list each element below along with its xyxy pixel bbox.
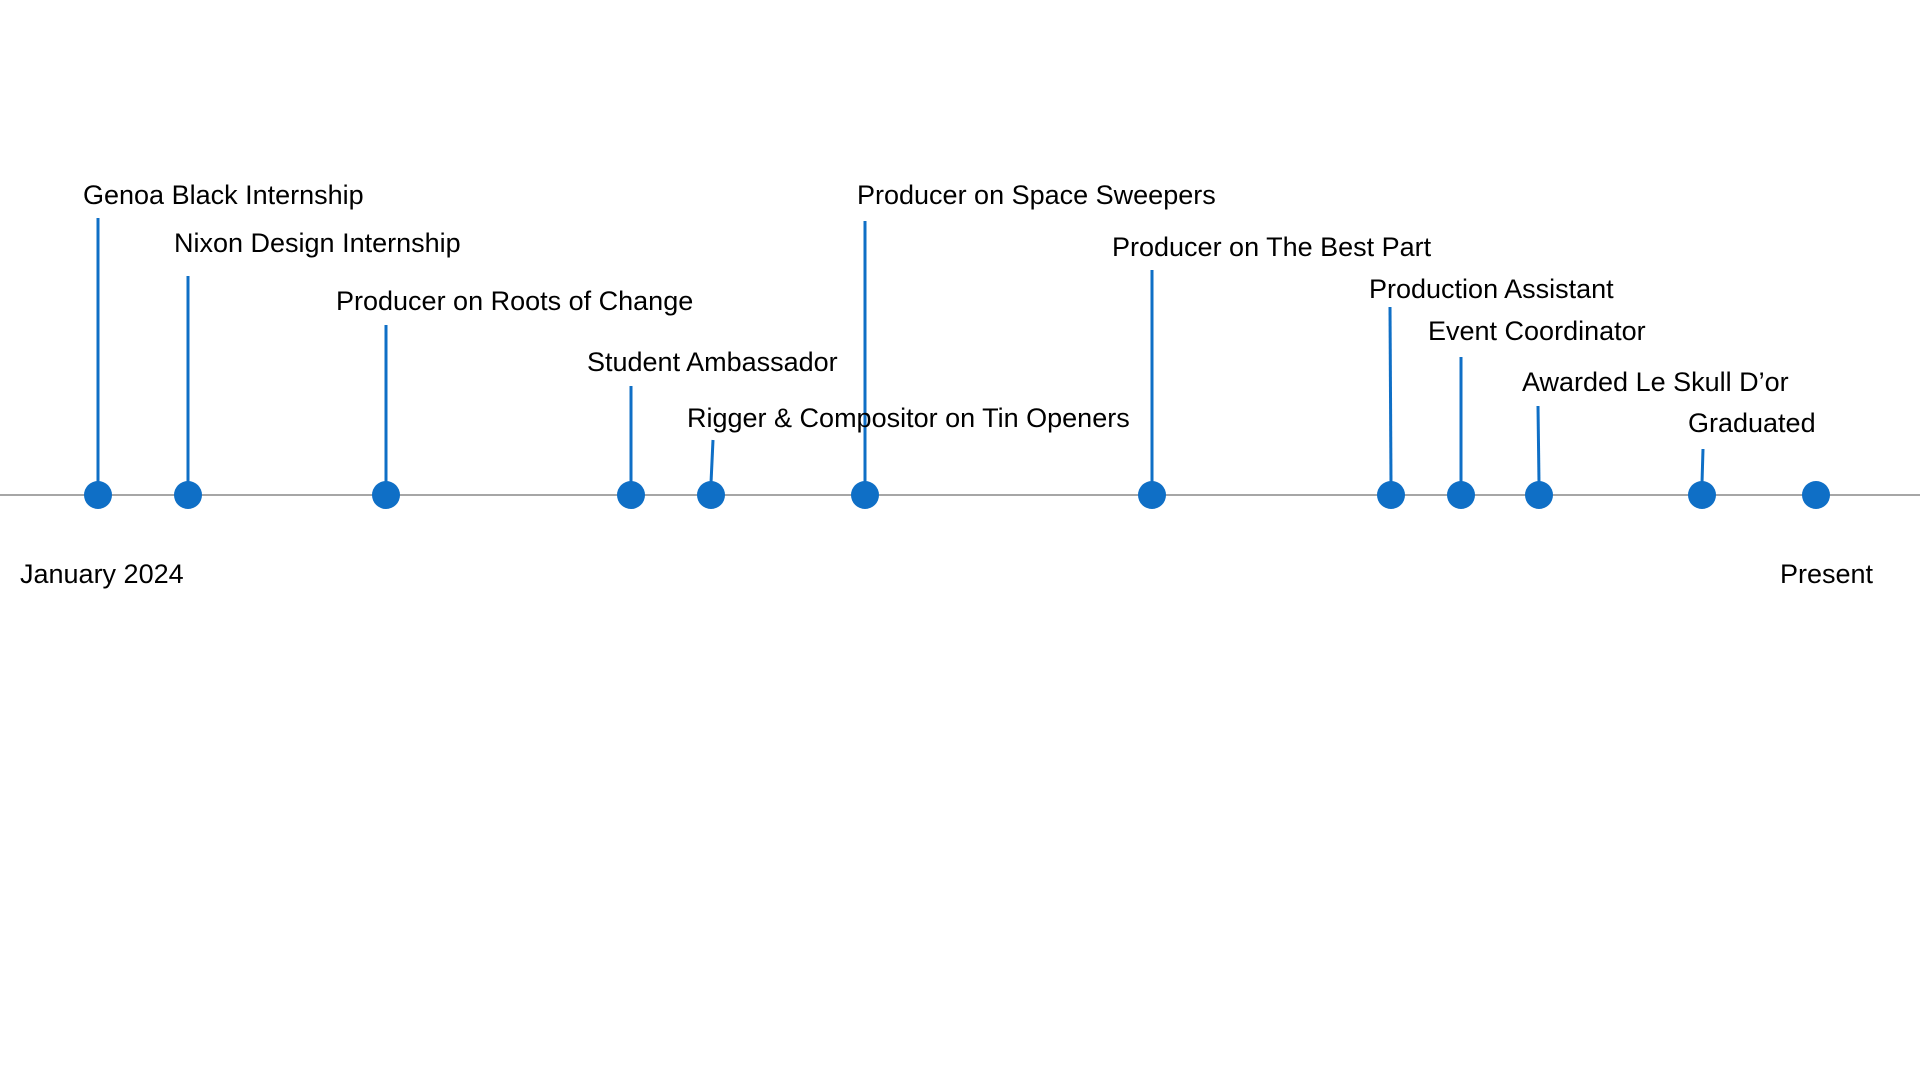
- event-marker: [1138, 481, 1166, 509]
- event-label: Production Assistant: [1369, 274, 1614, 304]
- event-marker: [1525, 481, 1553, 509]
- event-label: Nixon Design Internship: [174, 228, 461, 258]
- event-marker: [372, 481, 400, 509]
- event-label: Student Ambassador: [587, 347, 838, 377]
- event-marker: [84, 481, 112, 509]
- timeline-end-label: Present: [1780, 559, 1874, 589]
- event-stem: [1536, 405, 1541, 484]
- event-label: Event Coordinator: [1428, 316, 1646, 346]
- event-label: Graduated: [1688, 408, 1816, 438]
- event-marker: [1447, 481, 1475, 509]
- event-label: Producer on Roots of Change: [336, 286, 693, 316]
- event-stem: [1700, 448, 1705, 484]
- markers-layer: [84, 481, 1830, 509]
- event-label: Awarded Le Skull D’or: [1522, 367, 1789, 397]
- event-stem: [1388, 306, 1393, 484]
- event-marker: [174, 481, 202, 509]
- timeline-start-label: January 2024: [20, 559, 184, 589]
- event-label: Producer on The Best Part: [1112, 232, 1432, 262]
- event-label: Rigger & Compositor on Tin Openers: [687, 403, 1130, 433]
- event-stem: [709, 439, 715, 484]
- event-label: Genoa Black Internship: [83, 180, 364, 210]
- event-marker: [851, 481, 879, 509]
- event-marker: [697, 481, 725, 509]
- event-marker: [1377, 481, 1405, 509]
- event-marker: [1688, 481, 1716, 509]
- event-label: Producer on Space Sweepers: [857, 180, 1216, 210]
- present-marker: [1802, 481, 1830, 509]
- event-marker: [617, 481, 645, 509]
- stems-layer: [96, 218, 1705, 484]
